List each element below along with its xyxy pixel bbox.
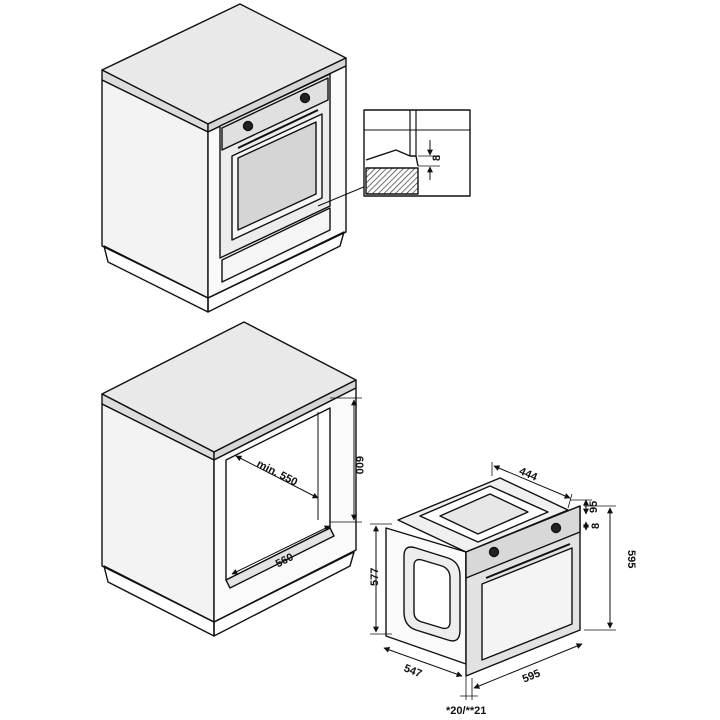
label-oven-width-595: 595 (521, 667, 543, 685)
cabinet-plinth-front (207, 231, 345, 313)
label-dim-8: 8 (590, 523, 602, 529)
dim-547-line (383, 647, 463, 677)
empty-cabinet-niche (101, 321, 362, 637)
detail-oven-lip (365, 149, 419, 167)
oven-handle (237, 109, 319, 149)
min-depth-dim-line (235, 455, 319, 499)
label-oven-depth-444: 444 (517, 465, 539, 484)
oven-front-knob-left (488, 546, 500, 558)
oven-knob-left (242, 120, 254, 132)
oven-front-knob-right (550, 522, 562, 534)
label-dim-577: 577 (369, 568, 381, 586)
label-dim-95: 95 (588, 501, 600, 513)
label-oven-height-595: 595 (625, 550, 637, 568)
oven-dimension-drawing (370, 462, 616, 700)
detail-countertop-hatch (365, 167, 419, 195)
dim-444-line (493, 465, 571, 499)
oven-top-recess-inner (439, 493, 529, 535)
oven-front-control-strip (465, 505, 581, 579)
dim-595w-line (473, 643, 583, 689)
oven-front-handle (485, 543, 571, 579)
label-footnote-20-21: *20/**21 (446, 705, 486, 717)
label-gap-8-detail: 8 (431, 155, 443, 161)
cabinet2-plinth-front (213, 551, 355, 637)
niche-width-dim-line (231, 525, 331, 575)
oven-side-cavity-inner (413, 558, 451, 630)
oven-bottom-drawer (221, 207, 331, 283)
oven-front-glass (481, 547, 573, 661)
label-height-600: 600 (353, 456, 365, 474)
oven-door-inner (237, 121, 317, 231)
dimension-labels: 8 min. 550 600 560 444 95 8 595 577 547 … (255, 155, 637, 717)
label-oven-depth-547: 547 (402, 662, 424, 680)
dim-444-ext-right (567, 493, 573, 509)
oven-knob-right (299, 92, 311, 104)
cabinet-with-oven (101, 3, 367, 313)
gap-detail-box (363, 109, 471, 197)
detail-leader-line (317, 185, 367, 207)
